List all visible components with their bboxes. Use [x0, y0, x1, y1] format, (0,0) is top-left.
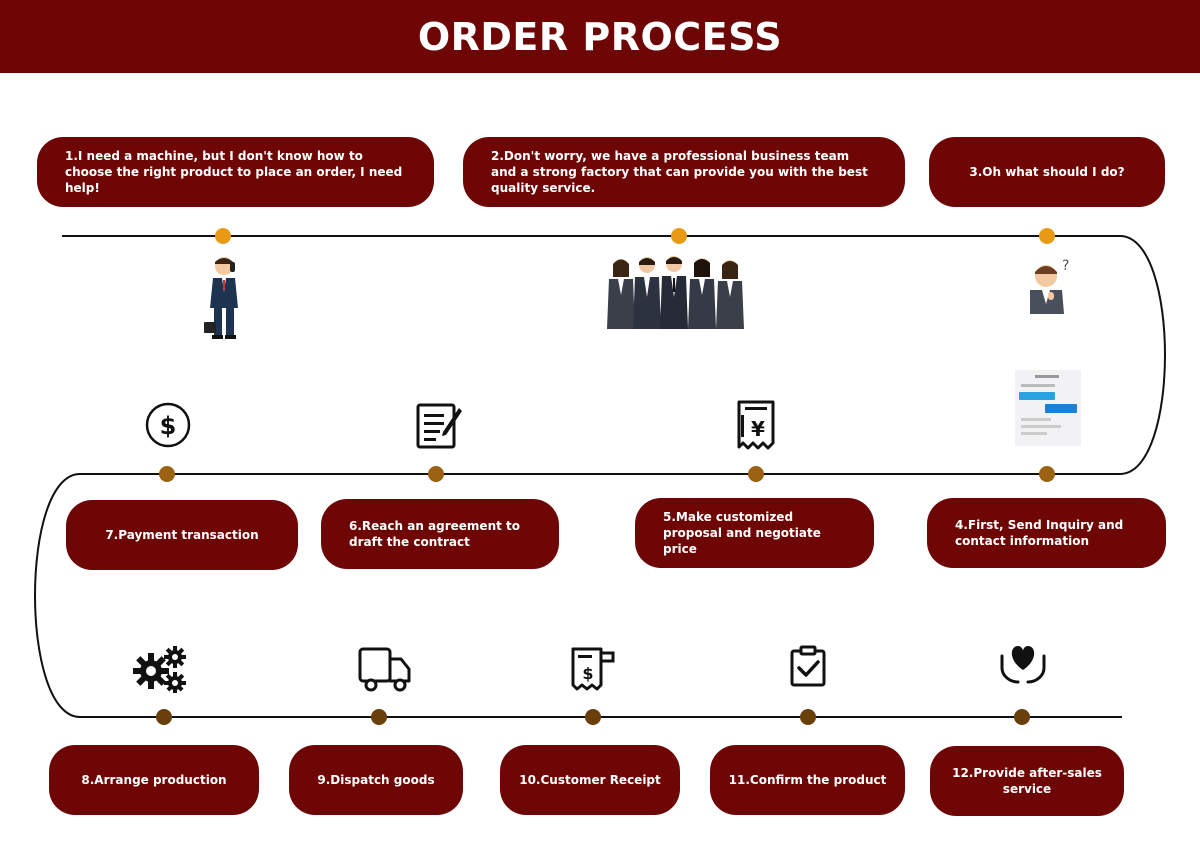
svg-text:$: $: [160, 412, 177, 440]
timeline-dot-2: [671, 228, 687, 244]
step-2-label: 2.Don't worry, we have a professional bu…: [491, 148, 868, 196]
timeline-dot-1: [215, 228, 231, 244]
timeline-dot-10: [585, 709, 601, 725]
step-10-box: 10.Customer Receipt: [500, 745, 680, 815]
header-banner: ORDER PROCESS: [0, 0, 1200, 73]
timeline-path: [34, 235, 1166, 718]
heart-in-hands-icon: [998, 642, 1048, 686]
step-5-box: 5.Make customized proposal and negotiate…: [635, 498, 874, 568]
step-9-box: 9.Dispatch goods: [289, 745, 463, 815]
step-12-box: 12.Provide after-sales service: [930, 746, 1124, 816]
yen-invoice-icon: ¥: [735, 399, 777, 451]
clipboard-check-icon: [788, 645, 830, 689]
contract-edit-icon: [415, 402, 463, 450]
step-11-box: 11.Confirm the product: [710, 745, 905, 815]
step-8-box: 8.Arrange production: [49, 745, 259, 815]
step-3-label: 3.Oh what should I do?: [969, 164, 1125, 179]
step-10-label: 10.Customer Receipt: [519, 772, 661, 787]
timeline-dot-8: [156, 709, 172, 725]
receipt-icon: $: [570, 645, 616, 691]
timeline-dot-5: [748, 466, 764, 482]
delivery-truck-icon: [357, 645, 413, 693]
timeline-dot-9: [371, 709, 387, 725]
timeline-dot-6: [428, 466, 444, 482]
gears-icon: [133, 645, 187, 693]
step-5-label: 5.Make customized proposal and negotiate…: [663, 509, 821, 557]
step-1-label: 1.I need a machine, but I don't know how…: [65, 148, 403, 196]
step-3-box: 3.Oh what should I do?: [929, 137, 1165, 207]
chat-inquiry-icon: [1015, 370, 1081, 446]
step-4-label: 4.First, Send Inquiry and contact inform…: [955, 517, 1124, 548]
step-12-label: 12.Provide after-sales service: [952, 765, 1102, 796]
step-11-label: 11.Confirm the product: [728, 772, 887, 787]
timeline-dot-7: [159, 466, 175, 482]
business-team-icon: [607, 255, 749, 331]
thinking-man-icon: ?: [1030, 256, 1078, 314]
step-2-box: 2.Don't worry, we have a professional bu…: [463, 137, 905, 207]
step-9-label: 9.Dispatch goods: [317, 772, 435, 787]
page-title: ORDER PROCESS: [417, 14, 783, 59]
step-7-label: 7.Payment transaction: [105, 527, 259, 542]
step-6-box: 6.Reach an agreement to draft the contra…: [321, 499, 559, 569]
dollar-coin-icon: $: [145, 402, 191, 448]
svg-text:?: ?: [1062, 258, 1069, 274]
timeline-dot-4: [1039, 466, 1055, 482]
step-8-label: 8.Arrange production: [81, 772, 227, 787]
step-4-box: 4.First, Send Inquiry and contact inform…: [927, 498, 1166, 568]
step-7-box: 7.Payment transaction: [66, 500, 298, 570]
svg-text:$: $: [582, 664, 593, 683]
businessman-on-phone-icon: [202, 252, 246, 340]
timeline-dot-11: [800, 709, 816, 725]
step-1-box: 1.I need a machine, but I don't know how…: [37, 137, 434, 207]
timeline-dot-12: [1014, 709, 1030, 725]
svg-text:¥: ¥: [751, 417, 765, 441]
timeline-dot-3: [1039, 228, 1055, 244]
step-6-label: 6.Reach an agreement to draft the contra…: [349, 518, 520, 549]
